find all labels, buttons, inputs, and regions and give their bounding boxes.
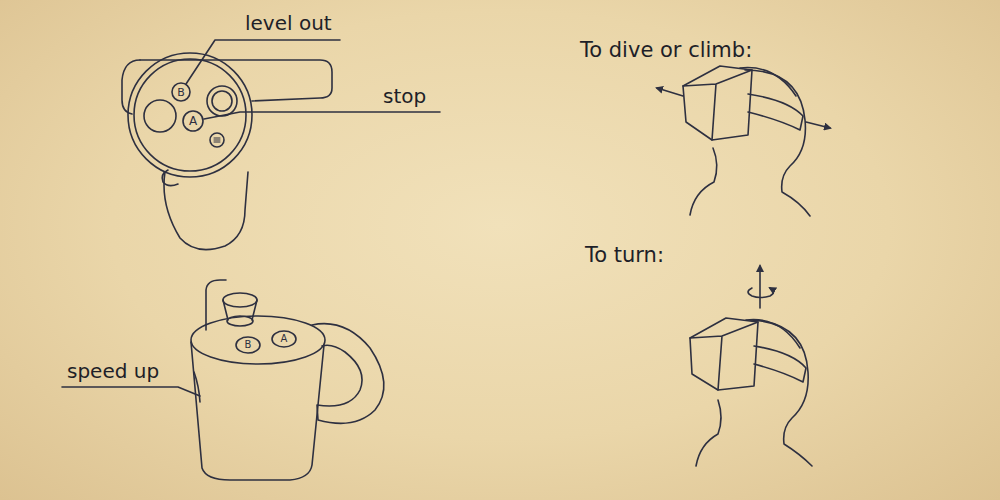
button-b [236, 337, 260, 353]
controller-face [128, 53, 252, 177]
thumbstick [212, 91, 232, 111]
section-heading: To turn: [585, 243, 664, 267]
headset [683, 70, 752, 140]
button-b [172, 83, 190, 101]
tracking-arm [122, 60, 140, 114]
leader-line [186, 40, 340, 84]
button-letter: B [245, 340, 252, 350]
callout-label: stop [383, 85, 426, 108]
head-outline [690, 148, 717, 215]
tracking-arm [206, 280, 226, 330]
head-outline [750, 320, 812, 466]
trigger [162, 170, 178, 186]
turn-axis-arrow [759, 266, 761, 308]
thumbstick [227, 316, 253, 326]
thumbstick [223, 293, 257, 307]
trigger [194, 372, 200, 402]
tilt-arrow [657, 88, 683, 96]
thumbstick [207, 86, 237, 116]
thumb-rest [144, 100, 176, 132]
button-letter: A [281, 334, 288, 344]
button-a [183, 111, 203, 131]
controller-face [191, 316, 325, 364]
headset [690, 322, 758, 390]
rotation-arrow [748, 288, 774, 298]
headset-strap [748, 94, 803, 130]
headset-strap [746, 320, 800, 348]
headset-strap [740, 68, 796, 96]
headset [683, 66, 752, 140]
headset-strap [754, 346, 806, 382]
thumbstick [223, 300, 257, 320]
controller-body [191, 342, 324, 480]
section-heading: To dive or climb: [580, 38, 752, 62]
callout-label: level out [245, 12, 332, 35]
head-outline [745, 70, 810, 216]
menu-icon [214, 138, 220, 142]
headset [690, 318, 758, 390]
head-outline [696, 400, 721, 466]
callout-label: speed up [67, 360, 159, 383]
menu-button [210, 133, 224, 147]
button-letter: A [189, 115, 197, 127]
leader-line [204, 112, 440, 119]
button-letter: B [177, 87, 185, 98]
leader-line [62, 387, 200, 396]
controller-face [134, 59, 246, 171]
tilt-arrow [806, 122, 830, 128]
controller-grip [164, 172, 248, 250]
tracking-ring [312, 324, 384, 424]
button-a [272, 331, 296, 347]
